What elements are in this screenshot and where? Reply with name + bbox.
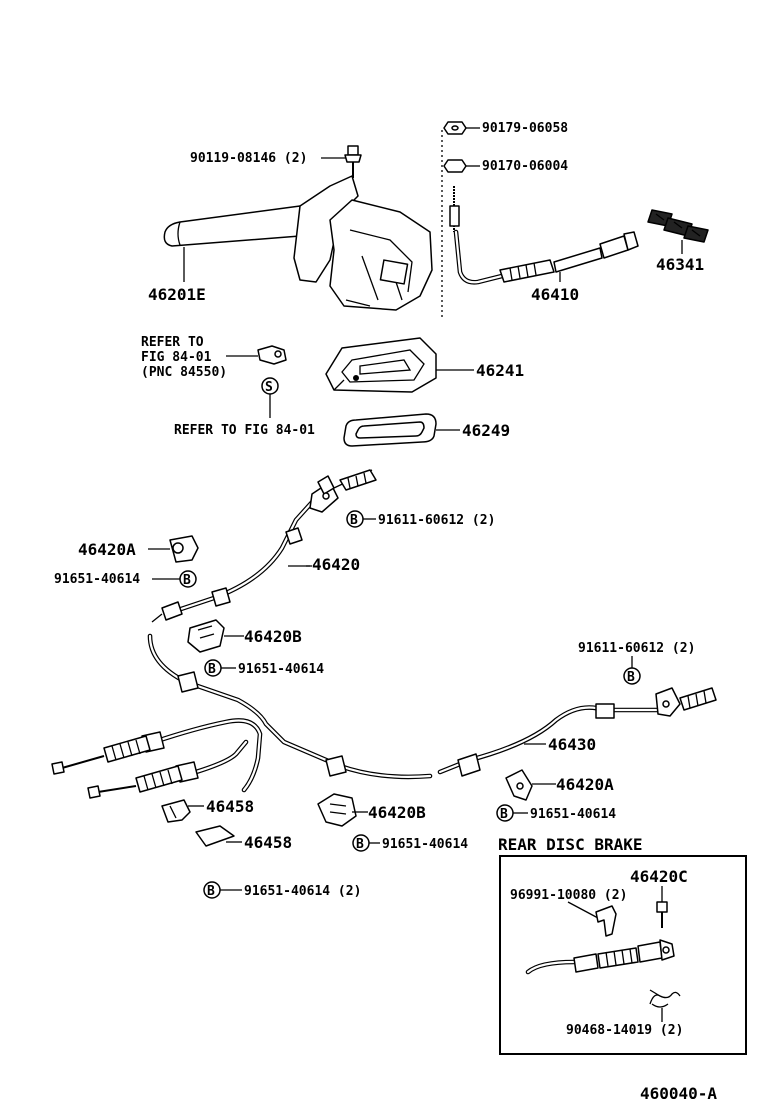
label-46420a-1: 46420A xyxy=(78,540,136,559)
label-46458-2: 46458 xyxy=(244,833,292,852)
label-refer-pnc: (PNC 84550) xyxy=(141,365,227,380)
cable-46420[interactable] xyxy=(151,469,377,623)
clip-96991[interactable] xyxy=(595,905,617,937)
inset-rear-cable[interactable] xyxy=(525,939,675,975)
label-90170-06004: 90170-06004 xyxy=(482,159,568,174)
svg-text:B: B xyxy=(207,884,215,899)
marker-b-91611-b: B xyxy=(623,667,641,685)
marker-b-91611-a: B xyxy=(346,510,364,528)
label-refer-fig-1: FIG 84-01 xyxy=(141,350,212,365)
label-46420: 46420 xyxy=(312,555,360,574)
rear-cable-left-lower-2[interactable] xyxy=(87,739,249,799)
leader-96991 xyxy=(567,901,599,919)
rear-cable-left-lower-1[interactable] xyxy=(51,718,263,793)
label-91651-40614-5: 91651-40614 (2) xyxy=(244,884,361,899)
parking-brake-lever-assembly[interactable] xyxy=(163,175,433,311)
svg-text:B: B xyxy=(500,807,508,822)
label-46341: 46341 xyxy=(656,255,704,274)
bracket-46420a-1[interactable] xyxy=(169,535,199,563)
label-46458-1: 46458 xyxy=(206,797,254,816)
label-46249: 46249 xyxy=(462,421,510,440)
rear-disc-brake-title: REAR DISC BRAKE xyxy=(498,835,643,854)
rear-disc-brake-inset xyxy=(499,855,747,1055)
cable-46430[interactable] xyxy=(437,687,717,777)
bracket-46420b-2[interactable] xyxy=(317,793,357,827)
label-46420c: 46420C xyxy=(630,867,688,886)
label-46241: 46241 xyxy=(476,361,524,380)
label-90468-14019: 90468-14019 (2) xyxy=(566,1023,683,1038)
bracket-46420b-1[interactable] xyxy=(187,619,225,653)
label-46420b-2: 46420B xyxy=(368,803,426,822)
nut-90179[interactable] xyxy=(443,121,467,135)
svg-text:B: B xyxy=(627,670,635,685)
label-46420b-1: 46420B xyxy=(244,627,302,646)
rear-cable-left-upper[interactable] xyxy=(147,633,433,780)
clip-46458-2[interactable] xyxy=(195,825,235,847)
label-91651-40614-3: 91651-40614 xyxy=(530,807,616,822)
marker-b-91651-2: B xyxy=(204,659,222,677)
marker-s: S xyxy=(261,377,279,395)
clip-46341[interactable] xyxy=(647,209,709,243)
label-90179-06058: 90179-06058 xyxy=(482,121,568,136)
svg-text:B: B xyxy=(356,837,364,852)
label-91611-60612-a: 91611-60612 (2) xyxy=(378,513,495,528)
label-91651-40614-2: 91651-40614 xyxy=(238,662,324,677)
marker-b-91651-1: B xyxy=(179,570,197,588)
clip-46458-1[interactable] xyxy=(161,799,191,823)
label-46420a-2: 46420A xyxy=(556,775,614,794)
label-46201e: 46201E xyxy=(148,285,206,304)
label-91651-40614-4: 91651-40614 xyxy=(382,837,468,852)
svg-text:S: S xyxy=(265,380,273,395)
svg-text:B: B xyxy=(183,573,191,588)
label-46430: 46430 xyxy=(548,735,596,754)
svg-text:B: B xyxy=(208,662,216,677)
label-refer-to-fig-2: REFER TO FIG 84-01 xyxy=(174,423,315,438)
nut-90170[interactable] xyxy=(443,159,467,173)
label-91651-40614-1: 91651-40614 xyxy=(54,572,140,587)
label-96991-10080: 96991-10080 (2) xyxy=(510,888,627,903)
marker-b-91651-4: B xyxy=(352,834,370,852)
label-91611-60612-b: 91611-60612 (2) xyxy=(578,641,695,656)
marker-b-91651-5: B xyxy=(203,881,221,899)
marker-b-91651-3: B xyxy=(496,804,514,822)
label-46410: 46410 xyxy=(531,285,579,304)
bolt-46420c[interactable] xyxy=(656,901,668,928)
seal-46249[interactable] xyxy=(343,413,437,447)
bolt-90119[interactable] xyxy=(344,145,362,178)
bracket-46420a-2[interactable] xyxy=(505,769,533,801)
svg-text:B: B xyxy=(350,513,358,528)
clip-90468[interactable] xyxy=(649,989,681,1008)
cable-46410[interactable] xyxy=(449,186,639,285)
boot-46241[interactable] xyxy=(325,337,437,393)
diagram-code: 460040-A xyxy=(640,1084,717,1103)
clip-refer-84550[interactable] xyxy=(257,345,287,365)
label-90119-08146: 90119-08146 (2) xyxy=(190,151,307,166)
label-refer-to-1: REFER TO xyxy=(141,335,204,350)
